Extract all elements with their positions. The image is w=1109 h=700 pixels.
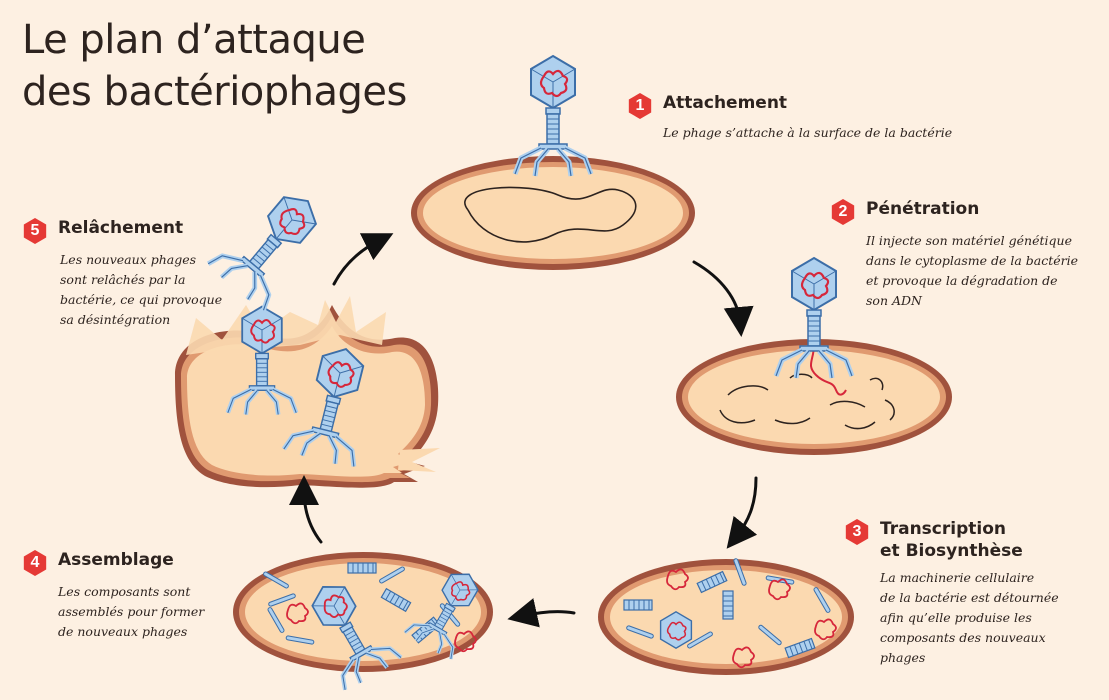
- arrow-3-to-4: [507, 598, 576, 628]
- cell-assemblage: [233, 552, 494, 691]
- step-number-badge: 3: [845, 519, 869, 545]
- step-attachement: 1 Attachement Le phage s’attache à la su…: [627, 92, 952, 143]
- step-title: Transcription et Biosynthèse: [880, 519, 1023, 561]
- step-description: La machinerie cellulaire de la bactérie …: [880, 570, 1059, 665]
- step-number-badge: 5: [23, 218, 47, 244]
- injected-dna: [809, 344, 847, 396]
- step-number-badge: 1: [628, 93, 652, 119]
- step-description: Le phage s’attache à la surface de la ba…: [663, 125, 953, 140]
- step-title: Relâchement: [58, 218, 184, 238]
- arrow-2-to-3: [726, 476, 758, 549]
- arrow-5-to-1: [332, 233, 394, 286]
- bacterial-dna: [464, 186, 637, 243]
- step-number-badge: 2: [831, 199, 855, 225]
- cell-penetration: [676, 258, 952, 455]
- cell-relachement: [175, 178, 440, 488]
- step-description: Les nouveaux phages sont relâchés par la…: [60, 252, 223, 327]
- degraded-dna: [719, 373, 895, 430]
- cell-attachement: [411, 56, 695, 270]
- step-number-badge: 4: [23, 550, 47, 576]
- title-line-1: Le plan d’attaque: [22, 17, 366, 63]
- arrow-1-to-2: [692, 260, 754, 337]
- cycle-arrows: [289, 233, 758, 628]
- arrow-4-to-5: [289, 475, 323, 544]
- step-description: Il injecte son matériel génétique dans l…: [866, 233, 1079, 308]
- step-biosynthese: 3 Transcription et Biosynthèse La machin…: [844, 518, 1059, 668]
- title-line-2: des bactériophages: [22, 69, 407, 115]
- step-penetration: 2 Pénétration Il injecte son matériel gé…: [830, 198, 1078, 311]
- step-title: Assemblage: [58, 550, 174, 570]
- step-title: Pénétration: [866, 199, 980, 219]
- step-title: Attachement: [663, 93, 788, 113]
- cell-biosynthese: [598, 557, 854, 675]
- step-description: Les composants sont assemblés pour forme…: [58, 584, 205, 639]
- page-title: Le plan d’attaque des bactériophages: [22, 14, 407, 118]
- step-assemblage: 4 Assemblage Les composants sont assembl…: [22, 549, 204, 642]
- step-relachement: 5 Relâchement Les nouveaux phages sont r…: [22, 217, 222, 330]
